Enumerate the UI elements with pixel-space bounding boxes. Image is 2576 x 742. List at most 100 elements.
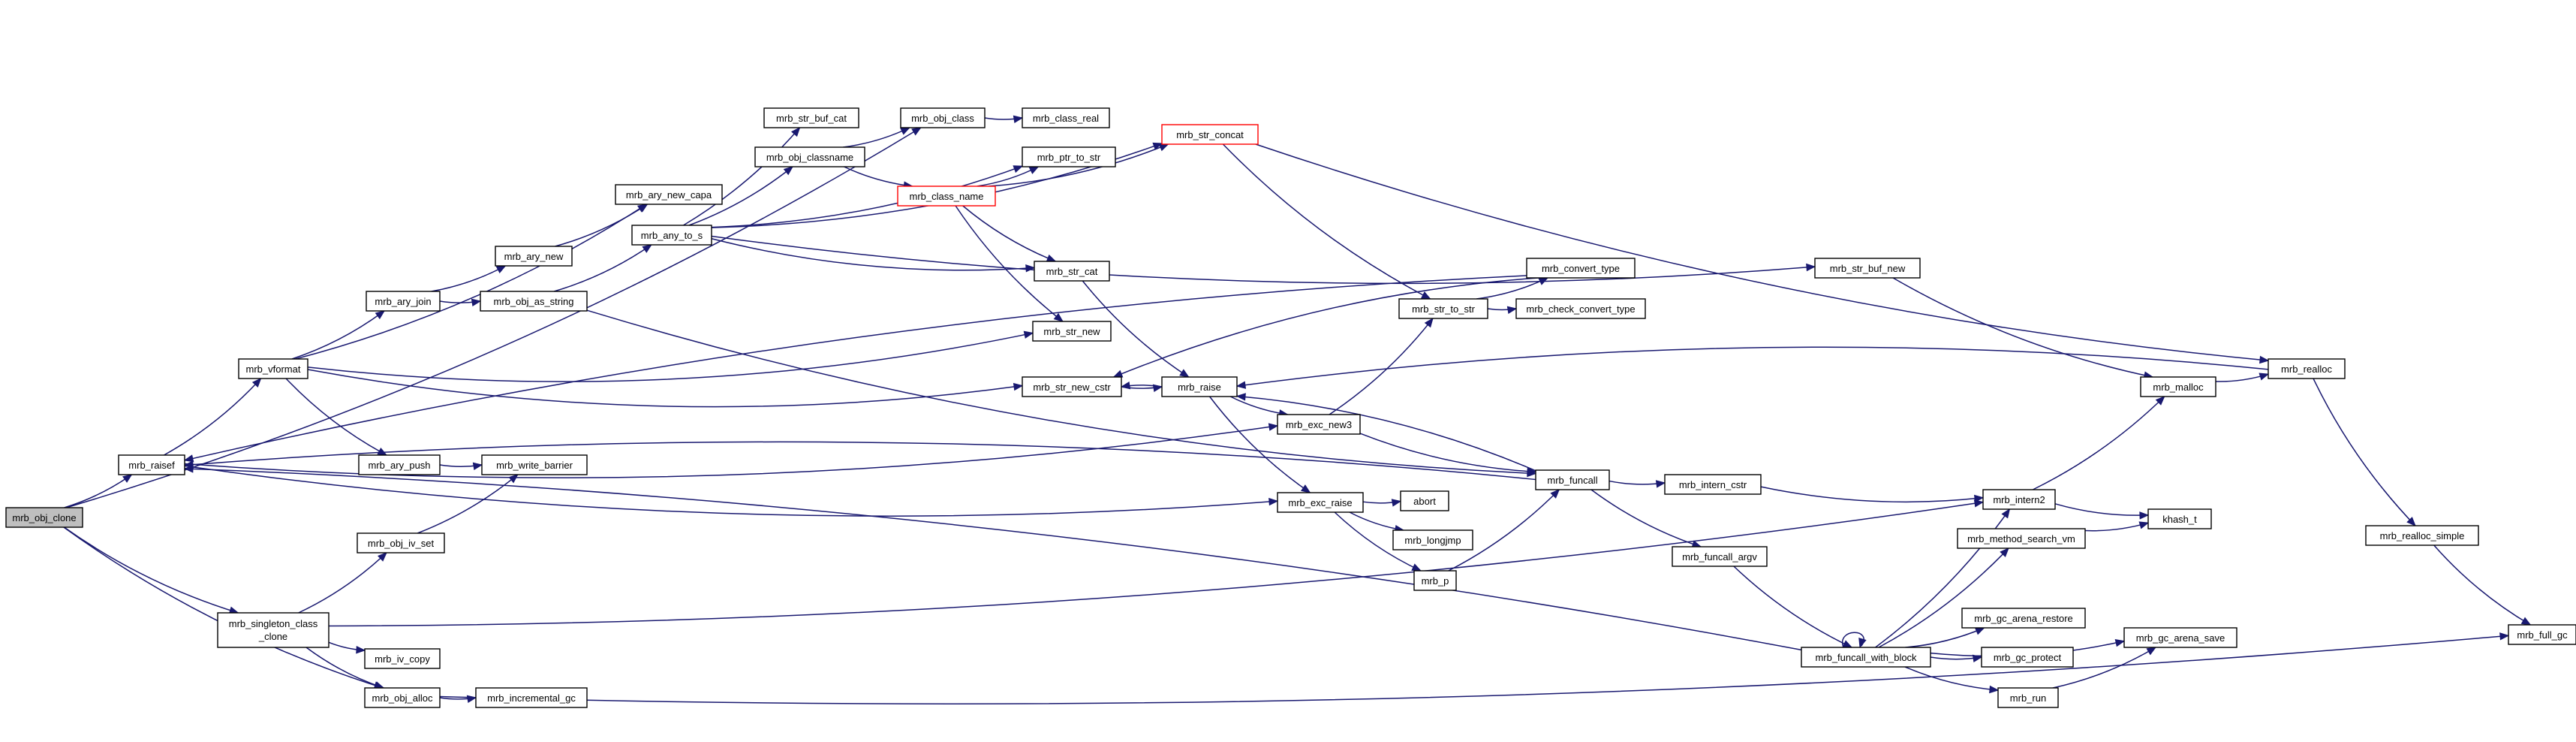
node-mrb-intern-cstr[interactable]: mrb_intern_cstr	[1664, 474, 1762, 495]
node-label: mrb_str_to_str	[1412, 303, 1475, 315]
node-mrb-method-search-vm[interactable]: mrb_method_search_vm	[1957, 528, 2086, 549]
node-mrb-exc-new3[interactable]: mrb_exc_new3	[1277, 414, 1361, 435]
node-label: mrb_obj_iv_set	[368, 538, 435, 549]
node-khash-t[interactable]: khash_t	[2147, 508, 2212, 529]
node-label: mrb_vformat	[246, 363, 301, 375]
node-mrb-str-cat[interactable]: mrb_str_cat	[1034, 261, 1110, 282]
node-mrb-ary-push[interactable]: mrb_ary_push	[358, 454, 441, 475]
node-label: mrb_incremental_gc	[487, 692, 576, 704]
node-mrb-ary-new-capa[interactable]: mrb_ary_new_capa	[615, 184, 723, 205]
edge-mrb_ary_push-to-mrb_write_barrier	[439, 462, 483, 470]
edge-mrb_funcall_with_block-to-mrb_run	[1904, 666, 2000, 694]
edge-mrb_realloc-to-mrb_realloc_simple	[2313, 378, 2416, 526]
node-mrb-exc-raise[interactable]: mrb_exc_raise	[1277, 492, 1364, 513]
node-label: mrb_method_search_vm	[1967, 533, 2075, 544]
node-mrb-obj-clone[interactable]: mrb_obj_clone	[5, 507, 83, 528]
node-mrb-ary-join[interactable]: mrb_ary_join	[366, 291, 441, 312]
node-mrb-realloc[interactable]: mrb_realloc	[2268, 358, 2346, 379]
edge-mrb_vformat-to-mrb_str_new	[307, 330, 1034, 382]
node-mrb-obj-classname[interactable]: mrb_obj_classname	[754, 146, 865, 167]
node-label: mrb_intern_cstr	[1679, 479, 1747, 490]
edge-mrb_any_to_s-to-mrb_obj_classname	[688, 166, 794, 226]
node-mrb-run[interactable]: mrb_run	[1997, 687, 2059, 708]
node-label: mrb_check_convert_type	[1526, 303, 1635, 315]
node-mrb-intern2[interactable]: mrb_intern2	[1982, 489, 2056, 510]
node-mrb-str-buf-new[interactable]: mrb_str_buf_new	[1814, 258, 1921, 279]
node-mrb-raise[interactable]: mrb_raise	[1161, 376, 1238, 397]
node-mrb-funcall-argv[interactable]: mrb_funcall_argv	[1672, 546, 1768, 567]
nodes: mrb_obj_clone mrb_raisef mrb_singleton_cla…	[5, 107, 2576, 708]
node-mrb-check-convert-type[interactable]: mrb_check_convert_type	[1515, 298, 1646, 319]
node-label: mrb_ary_push	[368, 460, 430, 471]
node-mrb-funcall-with-block[interactable]: mrb_funcall_with_block	[1801, 647, 1931, 668]
node-mrb-gc-arena-save[interactable]: mrb_gc_arena_save	[2123, 627, 2237, 648]
node-mrb-singleton-class-clone[interactable]: mrb_singleton_class_clone	[217, 612, 330, 648]
edge-mrb_any_to_s-to-mrb_str_buf_cat	[683, 127, 801, 226]
node-mrb-str-concat[interactable]: mrb_str_concat	[1161, 124, 1259, 145]
edge-mrb_convert_type-to-mrb_raisef	[183, 275, 1527, 463]
edge-mrb_raisef-to-mrb_exc_new3	[184, 423, 1279, 478]
node-mrb-obj-as-string[interactable]: mrb_obj_as_string	[480, 291, 588, 312]
node-mrb-raisef[interactable]: mrb_raisef	[118, 454, 185, 475]
node-mrb-obj-iv-set[interactable]: mrb_obj_iv_set	[357, 532, 445, 553]
edge-mrb_str_to_str-to-mrb_convert_type	[1476, 277, 1549, 300]
edge-mrb_raise-to-mrb_str_new_cstr	[1120, 382, 1163, 390]
node-mrb-obj-class[interactable]: mrb_obj_class	[900, 107, 986, 128]
node-mrb-gc-arena-restore[interactable]: mrb_gc_arena_restore	[1961, 608, 2086, 629]
edge-mrb_funcall_with_block-to-mrb_method_search_vm	[1878, 547, 2009, 648]
node-abort[interactable]: abort	[1400, 490, 1449, 511]
node-mrb-class-real[interactable]: mrb_class_real	[1022, 107, 1110, 128]
node-mrb-str-new-cstr[interactable]: mrb_str_new_cstr	[1022, 376, 1122, 397]
node-mrb-incremental-gc[interactable]: mrb_incremental_gc	[475, 687, 588, 708]
edge-mrb_exc_raise-to-mrb_longjmp	[1349, 511, 1405, 533]
node-label: mrb_str_concat	[1176, 129, 1244, 140]
edges	[63, 115, 2532, 704]
node-label: mrb_str_cat	[1046, 266, 1098, 277]
edge-mrb_realloc-to-mrb_raise	[1235, 346, 2269, 389]
edge-mrb_funcall-to-mrb_intern_cstr	[1608, 480, 1666, 488]
node-mrb-class-name[interactable]: mrb_class_name	[897, 186, 996, 207]
node-mrb-ary-new[interactable]: mrb_ary_new	[495, 246, 573, 267]
node-mrb-obj-alloc[interactable]: mrb_obj_alloc	[364, 687, 441, 708]
node-mrb-vformat[interactable]: mrb_vformat	[238, 358, 308, 379]
node-label: mrb_realloc	[2281, 363, 2332, 375]
node-mrb-full-gc[interactable]: mrb_full_gc	[2508, 624, 2576, 645]
edge-mrb_run-to-mrb_gc_arena_save	[2052, 647, 2157, 689]
node-label: mrb_obj_clone	[12, 512, 76, 523]
node-mrb-convert-type[interactable]: mrb_convert_type	[1526, 258, 1636, 279]
edge-mrb_str_cat-to-mrb_raise	[1082, 280, 1190, 378]
node-mrb-str-buf-cat[interactable]: mrb_str_buf_cat	[763, 107, 859, 128]
node-label: mrb_class_name	[910, 191, 984, 202]
edge-mrb_obj_clone-to-mrb_obj_class	[66, 127, 922, 508]
node-mrb-str-new[interactable]: mrb_str_new	[1032, 321, 1112, 342]
node-mrb-funcall[interactable]: mrb_funcall	[1535, 469, 1610, 490]
node-label: mrb_gc_protect	[1994, 652, 2062, 663]
edge-mrb_singleton_class_clone-to-mrb_obj_iv_set	[298, 552, 387, 614]
node-mrb-longjmp[interactable]: mrb_longjmp	[1392, 529, 1473, 550]
edge-mrb_obj_classname-to-mrb_obj_class	[843, 127, 910, 148]
edge-mrb_singleton_class_clone-to-mrb_intern2	[328, 499, 1985, 627]
edge-mrb_singleton_class_clone-to-mrb_iv_copy	[328, 641, 366, 654]
edge-mrb_class_name-to-mrb_str_cat	[962, 205, 1057, 262]
node-mrb-write-barrier[interactable]: mrb_write_barrier	[481, 454, 588, 475]
node-mrb-malloc[interactable]: mrb_malloc	[2140, 376, 2216, 397]
edge-mrb_exc_raise-to-abort	[1362, 499, 1402, 507]
node-label: mrb_ptr_to_str	[1037, 152, 1101, 163]
node-label: mrb_p	[1422, 575, 1449, 587]
edge-mrb_intern2-to-khash_t	[2054, 503, 2150, 520]
node-mrb-ptr-to-str[interactable]: mrb_ptr_to_str	[1022, 146, 1116, 167]
node-mrb-p[interactable]: mrb_p	[1413, 570, 1457, 591]
edge-mrb_vformat-to-mrb_ary_new_capa	[295, 204, 648, 360]
edge-mrb_any_to_s-to-mrb_str_buf_new	[711, 235, 1816, 285]
edge-mrb_obj_as_string-to-mrb_any_to_s	[553, 244, 652, 292]
node-label: mrb_obj_alloc	[372, 692, 433, 704]
node-label: mrb_obj_as_string	[494, 296, 574, 307]
node-mrb-any-to-s[interactable]: mrb_any_to_s	[631, 225, 712, 246]
node-mrb-gc-protect[interactable]: mrb_gc_protect	[1981, 647, 2074, 668]
node-mrb-str-to-str[interactable]: mrb_str_to_str	[1398, 298, 1488, 319]
node-mrb-realloc-simple[interactable]: mrb_realloc_simple	[2365, 525, 2479, 546]
node-label: mrb_raisef	[128, 460, 175, 471]
edge-mrb_funcall-to-mrb_raise	[1235, 393, 1536, 472]
node-label: mrb_class_real	[1033, 113, 1099, 124]
node-mrb-iv-copy[interactable]: mrb_iv_copy	[364, 648, 441, 669]
